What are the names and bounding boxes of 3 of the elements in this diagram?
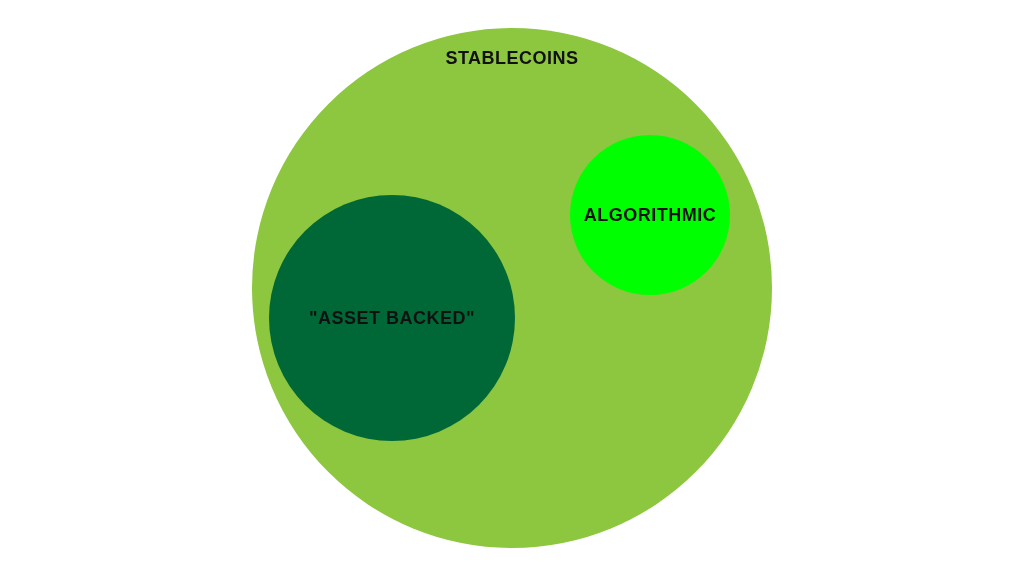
- set-label: STABLECOINS: [445, 47, 579, 69]
- set-label: "ASSET BACKED": [308, 307, 476, 329]
- set-label: ALGORITHMIC: [583, 204, 717, 226]
